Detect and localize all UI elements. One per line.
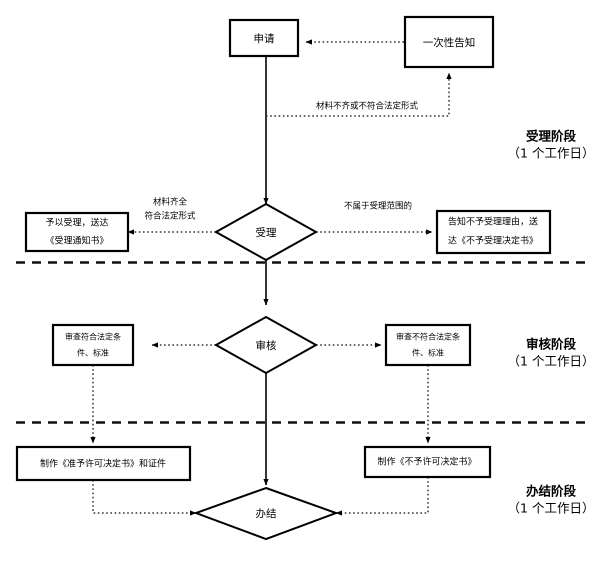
stage-review-name: 审核阶段: [526, 337, 577, 352]
node-accept-no[interactable]: 告知不予受理理由，送 达《不予受理决定书》: [435, 209, 552, 255]
node-application-label: 申请: [254, 32, 275, 45]
node-accept-no-line2: 达《不予受理决定书》: [448, 235, 538, 247]
node-review-pass-line2: 件、标准: [77, 348, 109, 358]
node-permit-deny[interactable]: 制作《不予许可决定书》: [363, 445, 492, 479]
node-application[interactable]: 申请: [228, 18, 300, 58]
stage-acceptance-name: 受理阶段: [526, 129, 577, 144]
node-permit-deny-label: 制作《不予许可决定书》: [377, 456, 476, 468]
stage-label-acceptance: 受理阶段 （1 个工作日）: [508, 129, 595, 161]
node-review-decision[interactable]: 审核: [213, 315, 319, 375]
node-accept-no-line1: 告知不予受理理由，送: [448, 216, 538, 228]
node-review-fail[interactable]: 审查不符合法定条 件、标准: [384, 323, 472, 367]
stage-review-duration: （1 个工作日）: [508, 354, 595, 369]
node-review-fail-line2: 件、标准: [412, 348, 444, 358]
stage-completion-duration: （1 个工作日）: [508, 501, 595, 516]
node-finish-label: 办结: [256, 507, 277, 520]
node-review-fail-line1: 审查不符合法定条: [396, 332, 460, 342]
node-accept-yes[interactable]: 予以受理，送达 《受理通知书》: [24, 211, 130, 253]
node-one-time-notice-label: 一次性告知: [423, 36, 476, 49]
node-accept-yes-line2: 《受理通知书》: [45, 235, 108, 247]
node-accept-yes-line1: 予以受理，送达: [45, 217, 108, 229]
node-one-time-notice[interactable]: 一次性告知: [403, 15, 495, 69]
edge-label-materials-complete-line1: 材料齐全: [153, 197, 188, 208]
edge-label-out-of-scope: 不属于受理范围的: [344, 201, 412, 212]
node-accept-decision-label: 受理: [256, 227, 277, 239]
node-accept-decision[interactable]: 受理: [213, 202, 319, 262]
stage-completion-name: 办结阶段: [526, 484, 577, 499]
node-review-pass[interactable]: 审查符合法定条 件、标准: [51, 323, 135, 367]
node-review-pass-line1: 审查符合法定条: [65, 332, 121, 342]
node-finish[interactable]: 办结: [193, 486, 339, 541]
node-review-decision-label: 审核: [256, 339, 277, 352]
edge-deny-to-finish: [335, 477, 429, 516]
node-permit-grant-label: 制作《准予许可决定书》和证件: [40, 458, 166, 470]
node-permit-grant[interactable]: 制作《准予许可决定书》和证件: [15, 445, 192, 482]
edge-label-incomplete-materials: 材料不齐或不符合法定形式: [316, 101, 419, 112]
stage-label-review: 审核阶段 （1 个工作日）: [508, 337, 595, 369]
edge-label-materials-complete-line2: 符合法定形式: [144, 211, 196, 222]
stage-label-completion: 办结阶段 （1 个工作日）: [508, 484, 595, 516]
stage-acceptance-duration: （1 个工作日）: [508, 146, 595, 161]
edge-grant-to-finish: [92, 480, 197, 516]
